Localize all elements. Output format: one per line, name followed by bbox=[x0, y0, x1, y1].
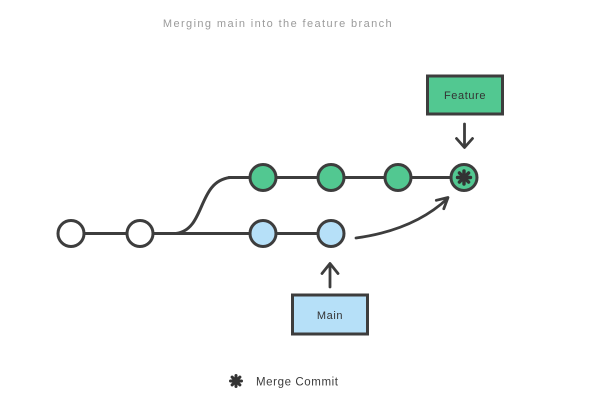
commit-node-feature-1 bbox=[248, 163, 278, 192]
commit-node-feature-2 bbox=[316, 163, 346, 192]
main-label-box bbox=[291, 293, 369, 336]
commit-node-main-1 bbox=[248, 219, 278, 248]
feature-label-box bbox=[426, 74, 504, 116]
branch-fork-curve bbox=[174, 176, 232, 235]
merge-arrow-icon bbox=[354, 196, 450, 240]
main-label: Main bbox=[317, 310, 343, 322]
feature-pointer-down-arrow-icon bbox=[455, 122, 474, 149]
legend-merge-commit-label: Merge Commit bbox=[256, 377, 339, 389]
merge-asterisk-icon bbox=[455, 169, 473, 186]
commit-node-shared-1 bbox=[56, 219, 86, 248]
diagram-title: Merging main into the feature branch bbox=[163, 18, 393, 30]
feature-label: Feature bbox=[444, 90, 486, 102]
legend: Merge Commit bbox=[229, 374, 339, 389]
legend-merge-commit-icon bbox=[229, 374, 243, 388]
main-pointer-up-arrow-icon bbox=[320, 262, 340, 289]
commit-node-main-2 bbox=[316, 219, 346, 248]
commit-node-shared-2 bbox=[125, 219, 155, 248]
merge-commit-node bbox=[449, 163, 479, 192]
commit-node-feature-3 bbox=[383, 163, 413, 192]
